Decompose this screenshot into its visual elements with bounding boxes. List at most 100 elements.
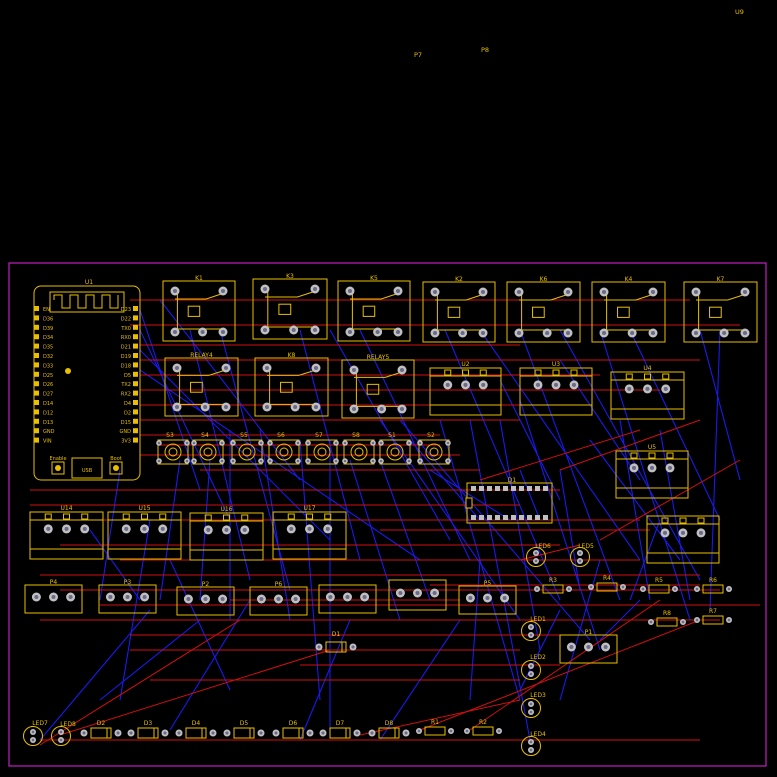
pin-pad [133, 362, 138, 368]
top-trace [599, 459, 741, 541]
terminal-screw [534, 369, 542, 376]
diode-ref: D8 [385, 720, 394, 727]
relay-coil [447, 306, 461, 318]
bottom-trace [349, 459, 401, 621]
diode-d5: D5 [223, 720, 265, 739]
led-ref: LED1 [530, 616, 546, 623]
bottom-trace [599, 329, 691, 621]
label-p8: P8 [481, 46, 489, 54]
switch-outline [192, 439, 224, 465]
pad-hole [192, 459, 196, 463]
pad-hole [601, 289, 607, 295]
header-unlabeled [388, 579, 447, 611]
top-trace [59, 649, 331, 736]
led-outline [521, 698, 541, 718]
header-ref: P5 [484, 580, 492, 587]
pad-hole [200, 329, 205, 335]
bottom-trace [519, 609, 561, 691]
ic-pin [543, 486, 548, 491]
pad-hole [603, 644, 608, 650]
pad-hole [578, 559, 582, 563]
pin-pad [34, 324, 39, 330]
bottom-trace [139, 309, 201, 491]
terminal-screw [287, 513, 295, 520]
led-ref: LED3 [530, 692, 546, 699]
pad-hole [262, 327, 268, 333]
switch-ref: S7 [315, 432, 323, 439]
pad-hole [480, 330, 486, 336]
relay-contact [267, 291, 313, 328]
pad-hole [185, 459, 189, 463]
terminal-screw [122, 513, 130, 520]
pad-hole [334, 459, 338, 463]
pin-pad [133, 315, 138, 321]
led-led3: LED3 [521, 692, 546, 718]
resistor-body [424, 726, 446, 736]
diode-ref: D2 [97, 720, 106, 727]
bottom-trace [589, 439, 681, 561]
terminal-screw [479, 369, 487, 376]
boot-button [109, 461, 123, 475]
pad-hole [174, 404, 180, 410]
pad-hole [727, 587, 731, 591]
header-outline [458, 585, 517, 615]
resistor-r3: R3 [534, 577, 572, 594]
antenna-trace [53, 294, 119, 309]
pad-hole [220, 288, 226, 294]
resistor-ref: R5 [655, 577, 663, 584]
led-outline [521, 621, 541, 641]
diode-body [329, 727, 351, 739]
bottom-trace [299, 439, 321, 701]
pad-hole [516, 330, 522, 336]
bottom-trace [139, 329, 231, 521]
pad-hole [362, 594, 367, 600]
pad-hole [395, 288, 401, 294]
switch-ring [279, 447, 289, 457]
components-layer: U1END36D39D34D35D32D33D25D26D27D14D12D13… [23, 273, 758, 756]
led-led8: LED8 [51, 721, 76, 746]
pad-hole [328, 594, 333, 600]
pad-hole [351, 406, 357, 412]
enable-button [51, 461, 65, 475]
switch-ring [317, 447, 327, 457]
switch-ref: S5 [240, 432, 248, 439]
led-outline [23, 726, 43, 746]
pin-label: RX0 [121, 335, 131, 341]
terminal-u5: U5 [615, 444, 689, 499]
bottom-trace [519, 469, 541, 521]
ic-pin [503, 515, 508, 520]
pad-hole [157, 459, 161, 463]
pad-hole [223, 365, 229, 371]
pad-hole [627, 386, 632, 391]
switch-ref: S3 [166, 432, 174, 439]
led-ref: LED6 [535, 543, 551, 550]
pad-hole [418, 459, 422, 463]
bottom-trace [479, 329, 641, 561]
pin-pad [34, 428, 39, 434]
bottom-trace [89, 529, 141, 601]
pad-hole [351, 645, 355, 649]
pad-hole [463, 382, 468, 387]
pad-hole [497, 729, 501, 733]
relay-switch [175, 292, 225, 300]
led-outline [570, 547, 590, 567]
pad-hole [308, 731, 312, 735]
pad-hole [578, 551, 582, 555]
pad-hole [650, 330, 656, 336]
pin-pad [34, 353, 39, 358]
relay-switch [696, 293, 747, 301]
ic-pin [519, 515, 524, 520]
relay-k8: K8 [254, 352, 329, 417]
pad-hole [306, 459, 310, 463]
pin-pad [34, 334, 39, 340]
terminal-outline [610, 371, 685, 420]
pin-label: D13 [43, 420, 53, 426]
relay-k7: K7 [683, 276, 758, 343]
pin-pad [133, 418, 138, 424]
relay-switch [435, 293, 485, 301]
pin-label: D21 [121, 345, 131, 351]
top-trace [419, 619, 701, 731]
relay-switch [350, 292, 400, 300]
header-p4: P4 [24, 579, 83, 614]
pad-hole [693, 330, 699, 336]
